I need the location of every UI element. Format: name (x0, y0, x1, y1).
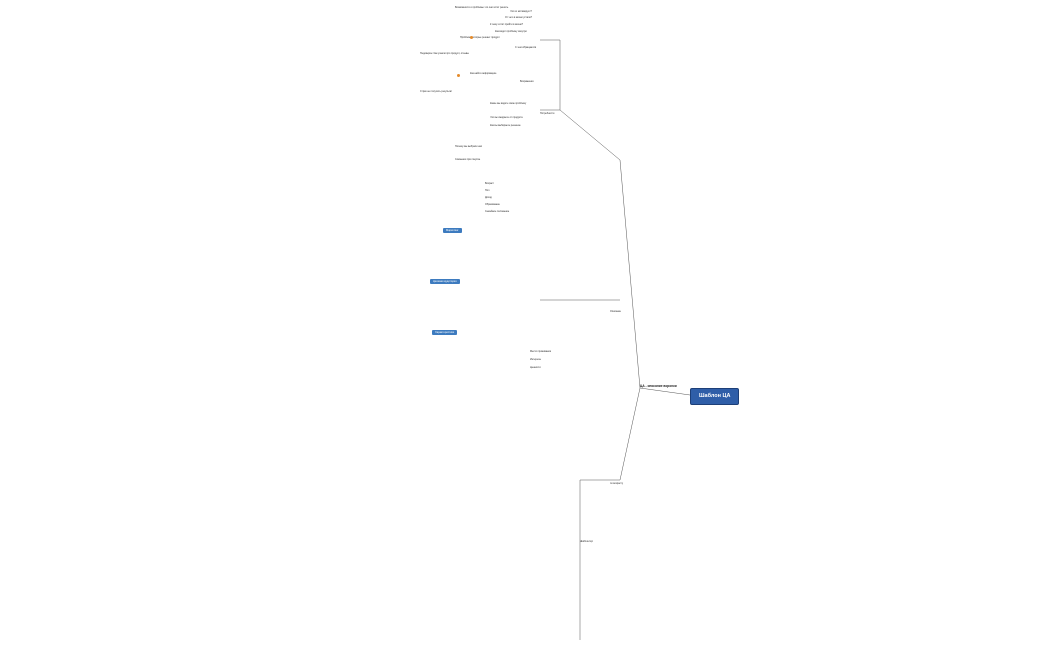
objection-group-2: Страх не получить результат (420, 90, 453, 93)
small-item-1: Пол (485, 189, 490, 192)
top-cluster-header-label: Возражения (520, 80, 534, 83)
objection-group-1: Как найти информацию (470, 72, 497, 75)
objection-group-0: Недоверие: Как узнали про продукт, отзыв… (420, 52, 469, 55)
top-note-0: Возможности и проблемы что они хотят реш… (455, 6, 509, 9)
branch-shablon-label: Шаблон ЦА (580, 540, 593, 543)
top-note-1: Что их мотивирует? (510, 10, 532, 13)
branch-opisanie[interactable]: Описание (610, 310, 621, 313)
small-item-5: Место проживания (530, 350, 551, 353)
section-1[interactable]: Целевая аудитория (430, 279, 460, 285)
small-item-0: Возраст (485, 182, 494, 185)
mid-item-2: Как вы выбираете решение (490, 124, 521, 127)
top-note-3: К чему хотят прийти в жизни? (490, 23, 524, 26)
top-note-5: Проблемы которые решает продукт (460, 36, 500, 39)
mid-item-3: Почему вы выбрали нас (455, 145, 483, 148)
branch-po-vozrastu[interactable]: по возрасту (610, 482, 623, 485)
top-note-2: От чего в жизни устали? (505, 16, 533, 19)
marker-dot (457, 74, 460, 77)
branch-shablon[interactable]: Шаблон ЦА (580, 540, 593, 543)
section-0[interactable]: Маркетинг (443, 228, 462, 234)
top-cluster-header[interactable]: Возражения (520, 80, 534, 83)
small-item-3: Образование (485, 203, 500, 206)
small-item-2: Доход (485, 196, 492, 199)
mid-item-4: Сомнения при покупке (455, 158, 481, 161)
branch-opisanie-label: Описание (610, 310, 621, 313)
mid-cluster-label[interactable]: Потребности (540, 112, 555, 115)
mid-item-1: Что вы ожидаете от продукта (490, 116, 523, 119)
top-note-6: С чем обращаются (515, 46, 537, 49)
root-node[interactable]: Шаблон ЦА (690, 388, 740, 405)
mid-item-0: Какие вы видите свою проблему (490, 102, 527, 105)
mid-label: ЦА - описание воронки (640, 384, 677, 388)
small-item-6: Интересы (530, 358, 542, 361)
section-2[interactable]: Характеристики (432, 330, 458, 336)
small-item-7: Ценности (530, 366, 541, 369)
marker-dot (470, 36, 473, 39)
top-note-4: Как видят проблему изнутри (495, 30, 527, 33)
small-item-4: Семейное положение (485, 210, 510, 213)
mid-node[interactable]: ЦА - описание воронки (640, 384, 677, 388)
root-label: Шаблон ЦА (699, 393, 731, 399)
branch-po-vozrastu-label: по возрасту (610, 482, 624, 485)
